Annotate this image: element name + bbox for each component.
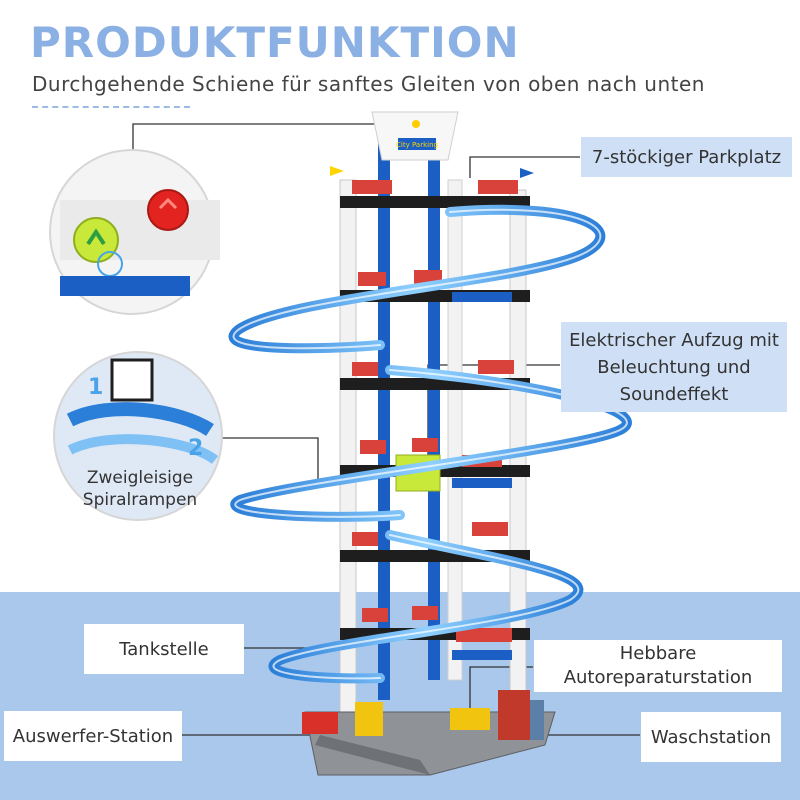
buttons-detail-circle [49, 149, 220, 315]
tower-top-cap: City Parking [330, 111, 534, 178]
callout-ejector-station: Auswerfer-Station [4, 711, 182, 761]
callout-parking: 7-stöckiger Parkplatz [581, 137, 792, 177]
callout-wash-station: Waschstation [641, 712, 781, 762]
ramps-detail-circle: 1 2 [53, 351, 223, 521]
page-title: PRODUKTFUNKTION [30, 18, 520, 67]
callout-ejector-text: Auswerfer-Station [12, 725, 174, 747]
callout-spiral-line2: Spiralrampen [82, 490, 198, 510]
callout-gas-station-text: Tankstelle [119, 638, 209, 660]
callout-parking-text: 7-stöckiger Parkplatz [591, 146, 782, 168]
callout-repair-line1: Hebbare [619, 643, 697, 664]
callout-spiral: Zweigleisige Spiralrampen [70, 466, 210, 512]
callout-spiral-line1: Zweigleisige [86, 468, 194, 488]
tower-sign-text: City Parking [396, 141, 438, 149]
parking-floors [340, 180, 530, 660]
number-1-icon: 1 [88, 375, 103, 400]
tower-base [302, 690, 556, 776]
callout-gas-station: Tankstelle [84, 624, 244, 674]
red-button-icon [147, 189, 189, 231]
green-button-icon [73, 217, 119, 263]
subtitle-divider [32, 106, 190, 108]
callout-elevator-line2: Beleuchtung und [597, 356, 751, 378]
callout-elevator-line1: Elektrischer Aufzug mit [569, 329, 779, 351]
number-2-icon: 2 [188, 436, 203, 461]
callout-elevator: Elektrischer Aufzug mit Beleuchtung und … [561, 322, 787, 412]
page-subtitle: Durchgehende Schiene für sanftes Gleiten… [32, 72, 705, 96]
callout-elevator-line3: Soundeffekt [619, 383, 729, 405]
callout-repair-line2: Autoreparaturstation [563, 667, 753, 688]
callout-repair-station: Hebbare Autoreparaturstation [534, 640, 782, 692]
callout-wash-text: Waschstation [650, 726, 772, 748]
